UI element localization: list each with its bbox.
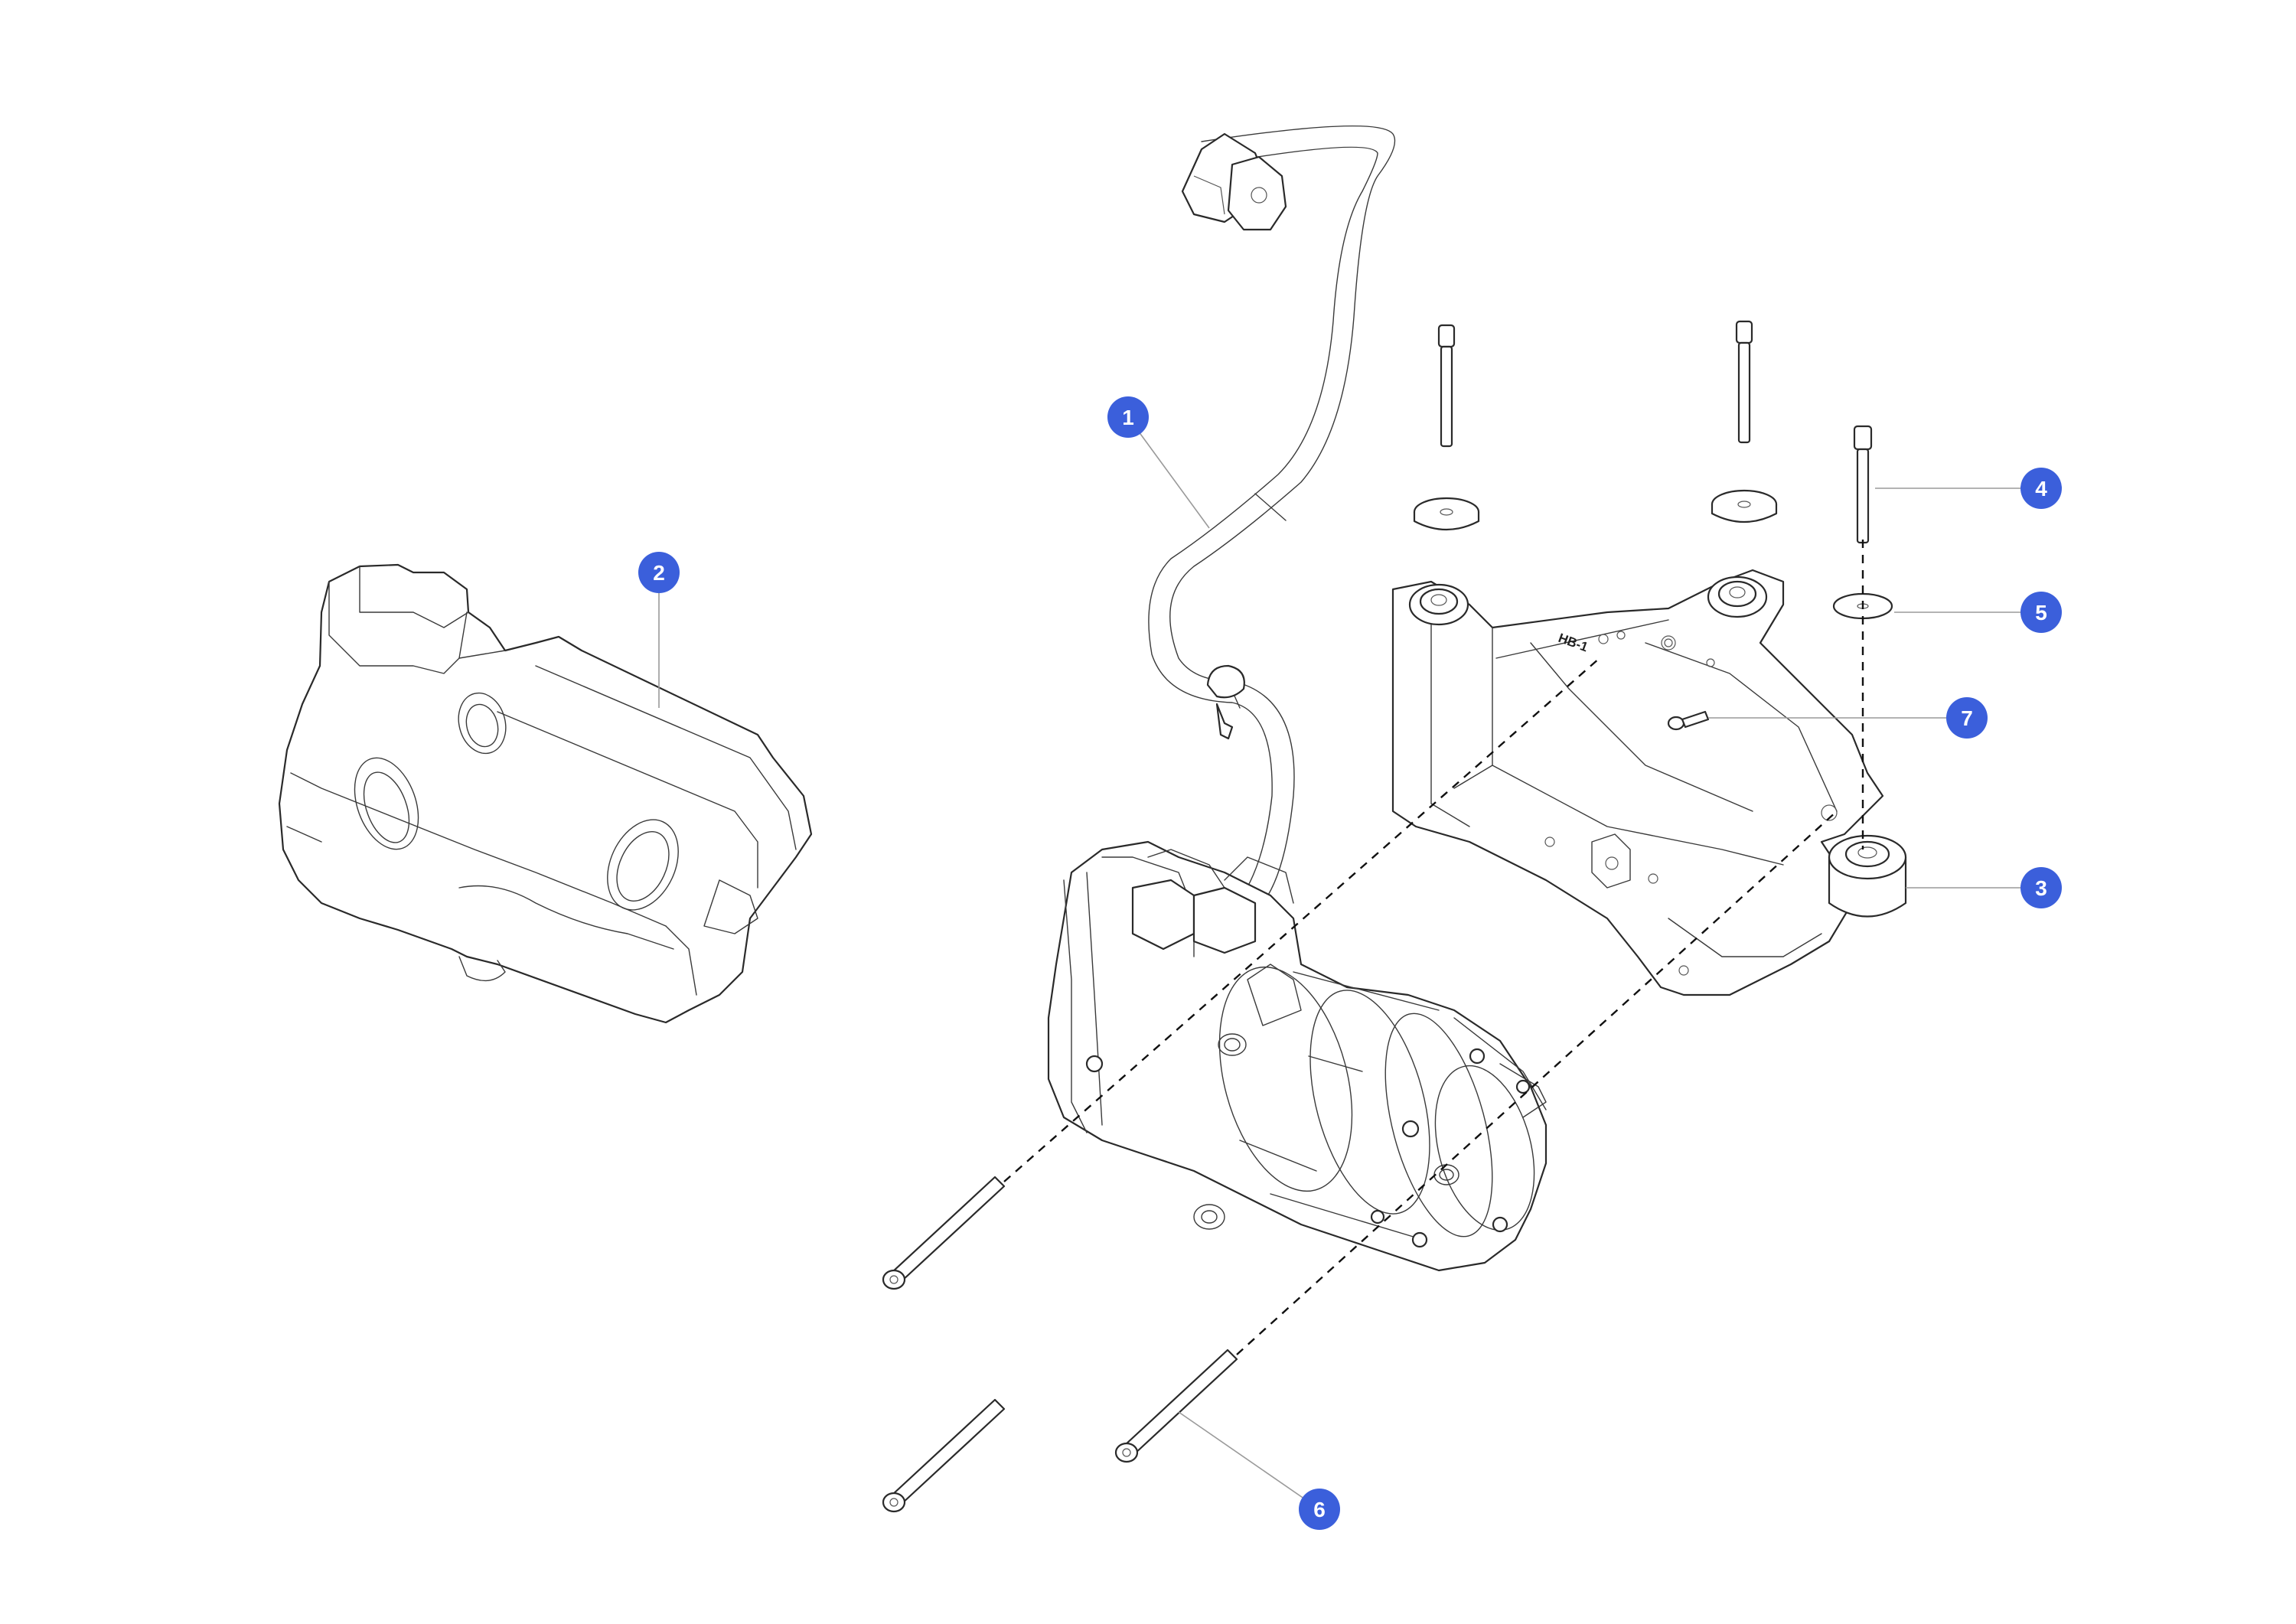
callout-label: 6 <box>1313 1498 1326 1521</box>
callout-6: 6 <box>1299 1489 1340 1530</box>
long-bolt-a <box>882 1176 1006 1290</box>
bracket-bushing-right <box>1828 834 1907 918</box>
mounting-bolt-b <box>1735 320 1753 444</box>
callout-label: 4 <box>2035 477 2047 501</box>
callout-2: 2 <box>638 552 680 593</box>
mounting-bracket: HB-1 <box>1391 569 1907 996</box>
long-bolt-c <box>1114 1348 1238 1463</box>
bracket-bushing-left <box>1408 583 1469 626</box>
washer-a <box>1413 497 1480 531</box>
mounting-bolt-a <box>1437 324 1456 448</box>
bracket-bushing-middle <box>1707 576 1768 618</box>
callout-label: 5 <box>2035 601 2047 624</box>
callout-label: 1 <box>1122 406 1134 429</box>
harness-connector <box>1181 132 1287 231</box>
mounting-bolt-c <box>1853 425 1873 544</box>
wiring-harness <box>1148 125 1396 904</box>
callout-label: 7 <box>1961 706 1973 730</box>
electric-compressor <box>1047 840 1548 1272</box>
callout-5: 5 <box>2020 592 2062 633</box>
callout-label: 3 <box>2035 876 2047 900</box>
small-screw <box>1667 710 1710 731</box>
callout-7: 7 <box>1946 697 1988 739</box>
washer-b <box>1711 489 1778 523</box>
callout-1: 1 <box>1107 396 1149 438</box>
leader-lines <box>658 416 2041 1510</box>
callout-label: 2 <box>653 561 665 585</box>
long-bolt-b <box>882 1398 1006 1513</box>
compressor-cover <box>278 563 813 1024</box>
callout-4: 4 <box>2020 468 2062 509</box>
assembly-axes <box>1003 540 1864 1355</box>
callout-3: 3 <box>2020 867 2062 908</box>
